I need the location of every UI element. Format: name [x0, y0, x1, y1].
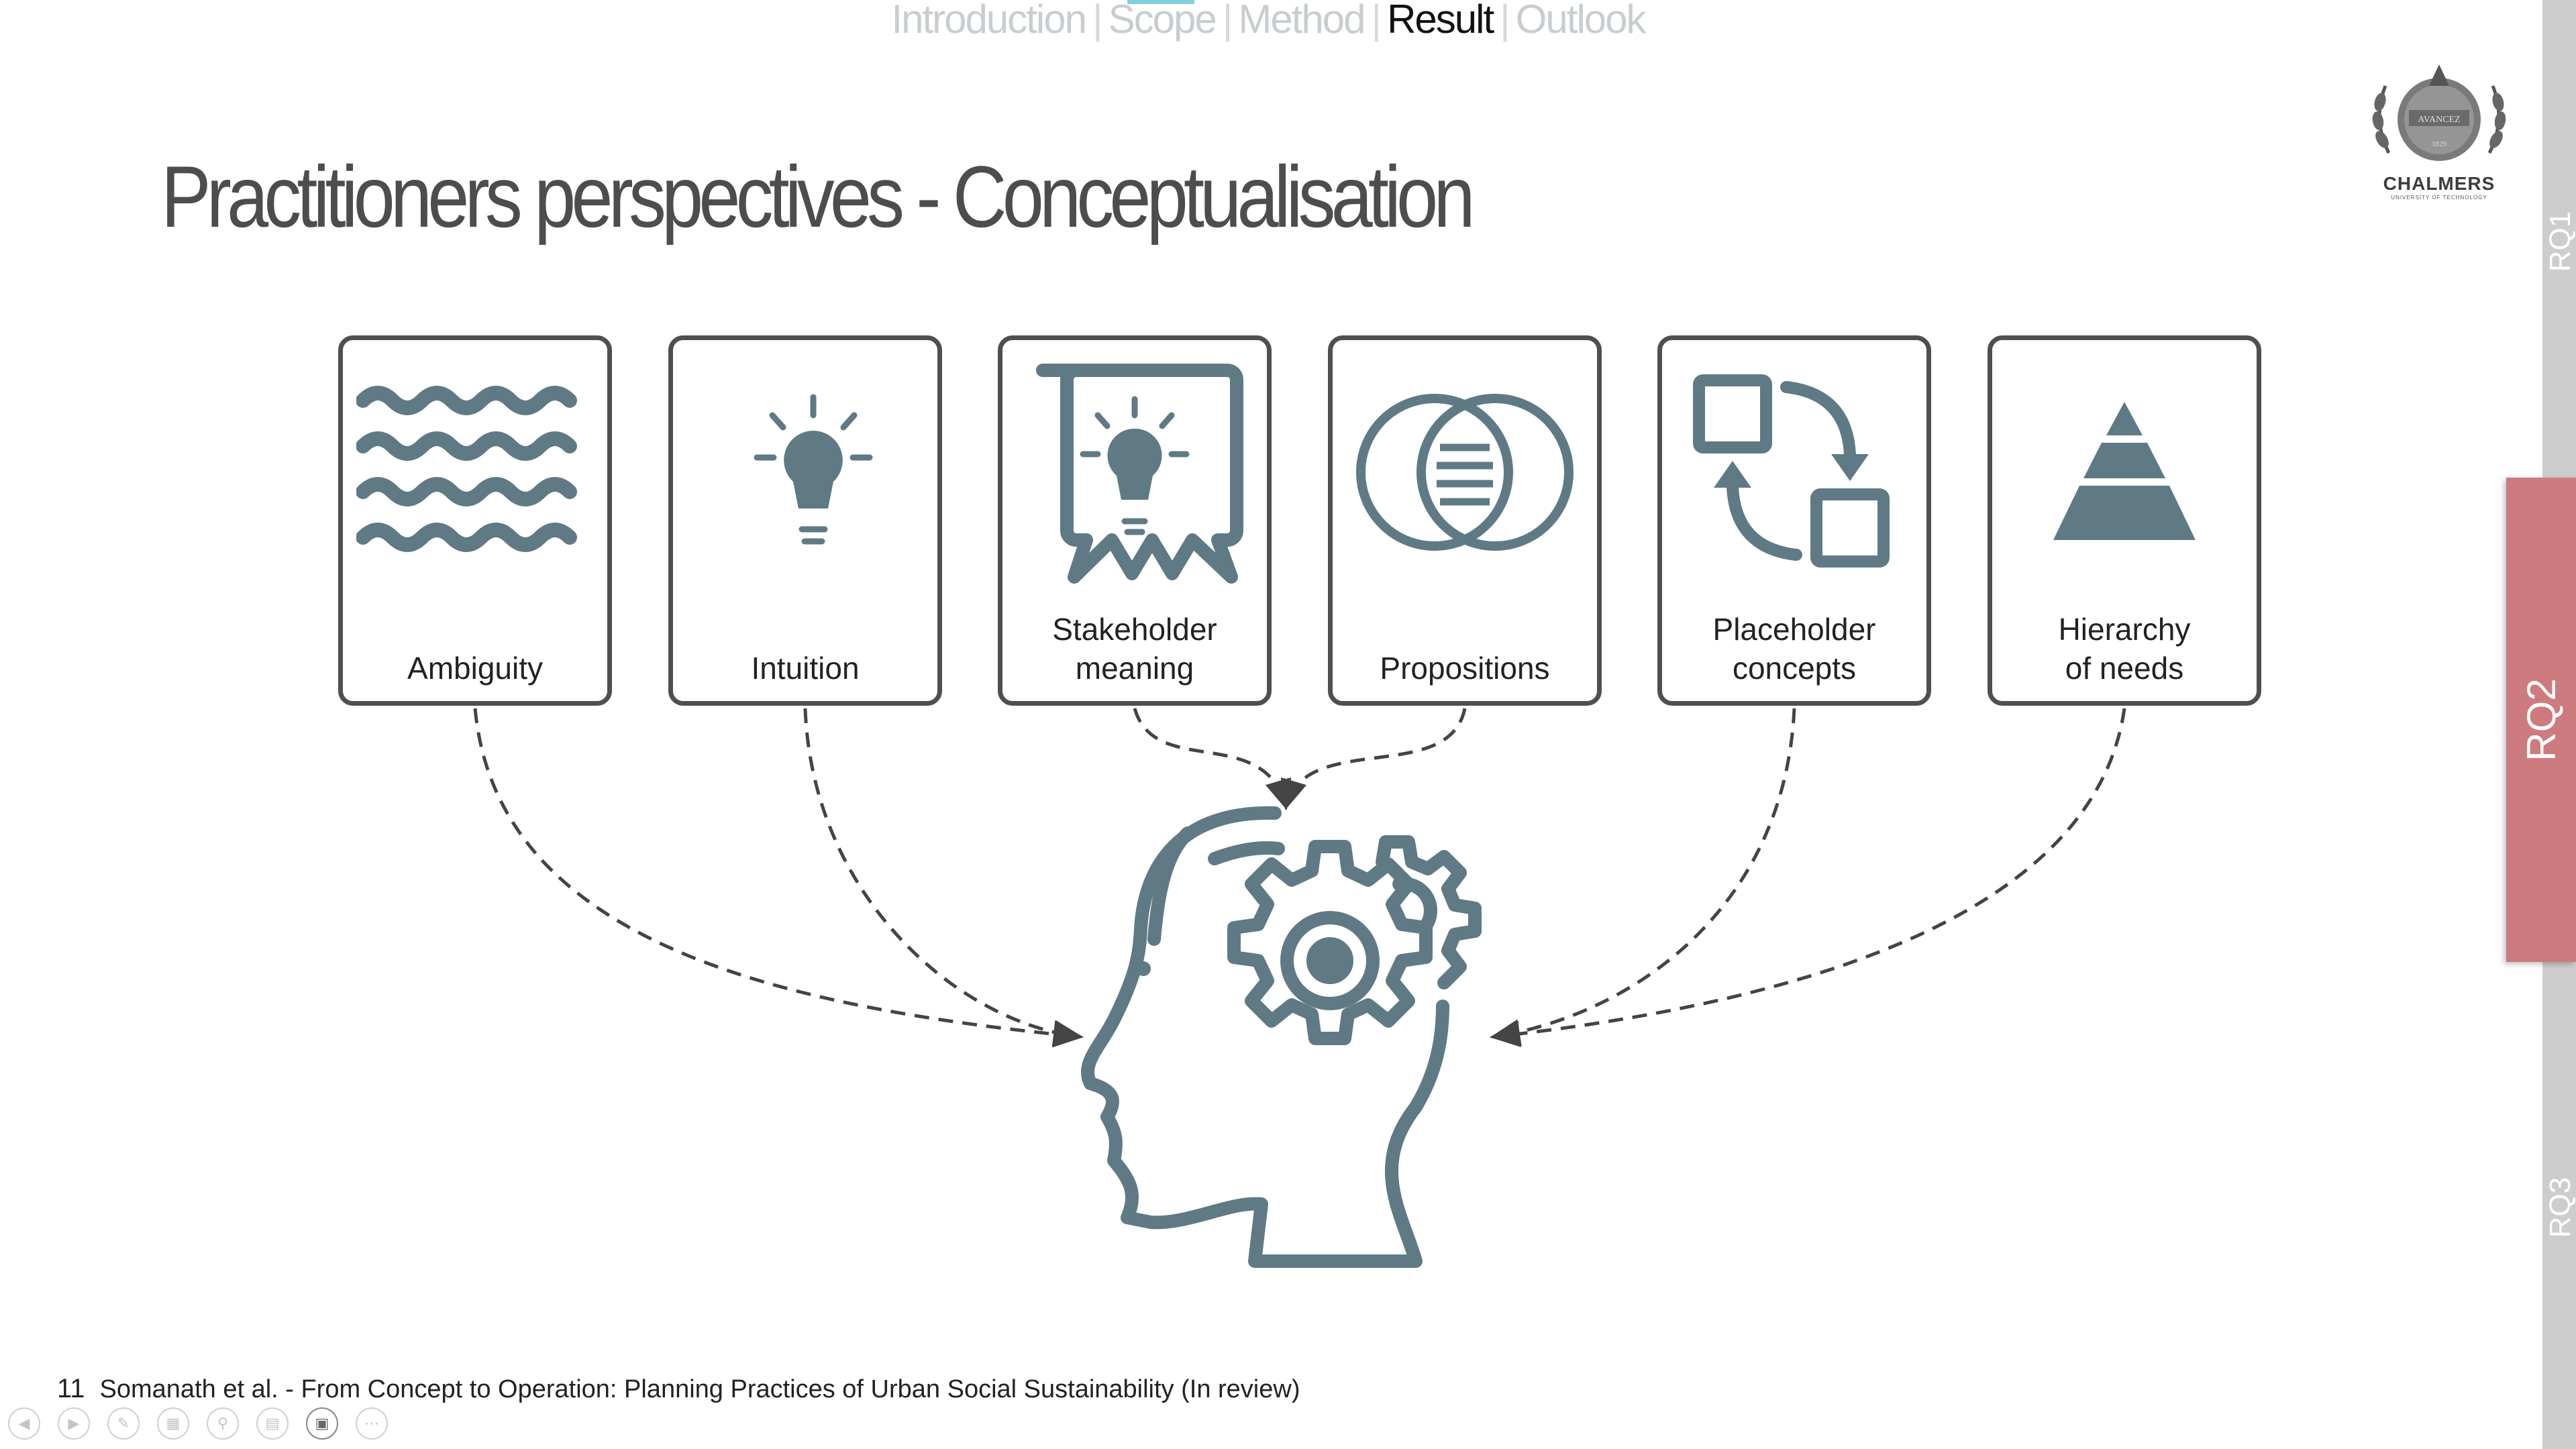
connector-propositions: [1280, 708, 1467, 810]
subtitles-icon[interactable]: ▤: [256, 1407, 289, 1440]
card-label: Stakeholder meaning: [1052, 612, 1217, 686]
nav-scope[interactable]: Scope: [1108, 0, 1217, 42]
logo-wordmark: CHALMERS: [2383, 173, 2495, 194]
card-label: Hierarchy of needs: [2058, 612, 2191, 686]
card-label: Ambiguity: [407, 651, 543, 686]
previous-icon[interactable]: ◀: [8, 1407, 40, 1440]
speech-bubble-idea-icon: [1036, 364, 1243, 584]
presenter-toolbar: ◀ ▶ ✎ ▦ ⚲ ▤ ▣ ⋯: [8, 1407, 388, 1440]
connector-intuition: [803, 708, 1084, 1047]
waves-icon: [356, 386, 577, 552]
section-navigation: Introduction|Scope|Method|Result|Outlook: [0, 0, 2536, 42]
pen-icon[interactable]: ✎: [107, 1407, 140, 1440]
card-propositions: Propositions: [1328, 335, 1602, 706]
pyramid-icon: [2053, 402, 2196, 540]
zoom-icon[interactable]: ⚲: [207, 1407, 239, 1440]
slide-number: 11: [57, 1374, 85, 1403]
tab-rq2-label[interactable]: RQ2: [2518, 678, 2564, 761]
head-with-gears-icon: [1080, 806, 1482, 1268]
connector-placeholder: [1490, 708, 1796, 1046]
lightbulb-icon: [754, 394, 873, 545]
tab-rq2-active[interactable]: [2506, 478, 2576, 962]
card-label: Placeholder concepts: [1712, 612, 1876, 686]
card-ambiguity: Ambiguity: [338, 335, 612, 706]
card-label: Propositions: [1380, 651, 1550, 686]
citation-text: Somanath et al. - From Concept to Operat…: [99, 1375, 1300, 1403]
logo-seal-year: 1829: [2432, 140, 2447, 148]
card-label: Intuition: [751, 651, 860, 686]
tab-rq1[interactable]: RQ1: [2544, 211, 2576, 272]
card-stakeholder-meaning: Stakeholder meaning: [998, 335, 1272, 706]
slide-footer: 11 Somanath et al. - From Concept to Oper…: [57, 1374, 1300, 1404]
card-intuition: Intuition: [668, 335, 942, 706]
nav-progress-marker: [1127, 0, 1194, 4]
more-icon[interactable]: ⋯: [356, 1407, 388, 1440]
connector-stakeholder: [1133, 708, 1292, 810]
card-hierarchy-of-needs: Hierarchy of needs: [1988, 335, 2261, 706]
tab-rq3[interactable]: RQ3: [2544, 1177, 2576, 1238]
camera-icon[interactable]: ▣: [306, 1407, 338, 1440]
logo-seal-motto: AVANCEZ: [2418, 115, 2460, 125]
connector-ambiguity: [473, 708, 1084, 1048]
logo-subtitle: UNIVERSITY OF TECHNOLOGY: [2391, 195, 2487, 201]
connector-hierarchy: [1490, 708, 2126, 1048]
venn-diagram-icon: [1356, 394, 1574, 551]
nav-method[interactable]: Method: [1238, 0, 1366, 42]
slide-title: Practitioners perspectives - Conceptuali…: [161, 148, 1476, 246]
nav-separator: |: [1371, 0, 1382, 42]
nav-introduction[interactable]: Introduction: [891, 0, 1087, 42]
swap-squares-icon: [1693, 374, 1890, 568]
nav-result[interactable]: Result: [1387, 0, 1494, 42]
nav-outlook[interactable]: Outlook: [1515, 0, 1647, 42]
chalmers-seal-logo: AVANCEZ 1829: [2372, 64, 2506, 161]
card-placeholder-concepts: Placeholder concepts: [1657, 335, 1931, 706]
next-icon[interactable]: ▶: [58, 1407, 90, 1440]
nav-separator: |: [1222, 0, 1233, 42]
slides-icon[interactable]: ▦: [157, 1407, 189, 1440]
nav-separator: |: [1092, 0, 1103, 42]
nav-separator: |: [1500, 0, 1510, 42]
